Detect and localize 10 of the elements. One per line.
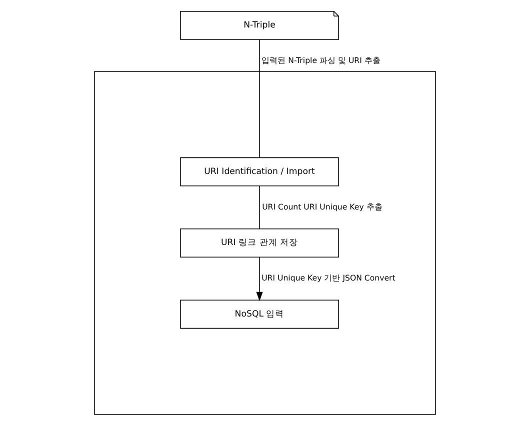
arrow [256, 256, 263, 302]
cluster [94, 71, 436, 415]
edge-label: URI Count URI Unique Key 추출 [262, 202, 382, 212]
connector [259, 39, 260, 158]
edge-label: 입력된 N-Triple 파싱 및 URI 추출 [262, 56, 380, 65]
node-box: URI 링크 관계 저장 [180, 228, 339, 258]
node-box: NoSQL 입력 [180, 300, 339, 329]
node-box: URI Identification / Import [180, 157, 339, 186]
edge-label: URI Unique Key 기반 JSON Convert [262, 274, 396, 283]
connector [259, 186, 260, 230]
